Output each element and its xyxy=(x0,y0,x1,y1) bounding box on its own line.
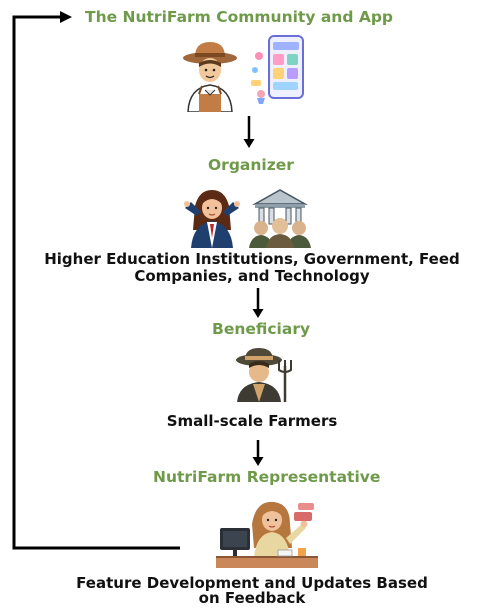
beneficiary-title: Beneficiary xyxy=(212,320,311,338)
office-worker-icon xyxy=(216,501,318,568)
organizer-title: Organizer xyxy=(208,156,294,174)
farmer-fork-icon xyxy=(236,348,292,402)
organizer-description-line2: Companies, and Technology xyxy=(134,267,370,285)
farmer-icon xyxy=(183,42,237,112)
businesswoman-icon xyxy=(184,190,240,248)
community-title: The NutriFarm Community and App xyxy=(85,8,394,26)
organizer-description-line1: Higher Education Institutions, Governmen… xyxy=(44,250,460,268)
institution-group-icon xyxy=(249,189,311,248)
representative-description: Feature Development and Updates Based on… xyxy=(0,576,504,606)
representative-title: NutriFarm Representative xyxy=(153,468,381,486)
representative-description-line2: on Feedback xyxy=(198,589,306,607)
beneficiary-description: Small-scale Farmers xyxy=(166,412,338,430)
organizer-description: Higher Education Institutions, Governmen… xyxy=(0,251,504,285)
feedback-loop-arrow xyxy=(12,15,180,550)
feedback-loop-arrowhead xyxy=(60,11,72,23)
representative-description-line1: Feature Development and Updates Based xyxy=(76,574,428,592)
phone-app-icon xyxy=(251,35,304,104)
